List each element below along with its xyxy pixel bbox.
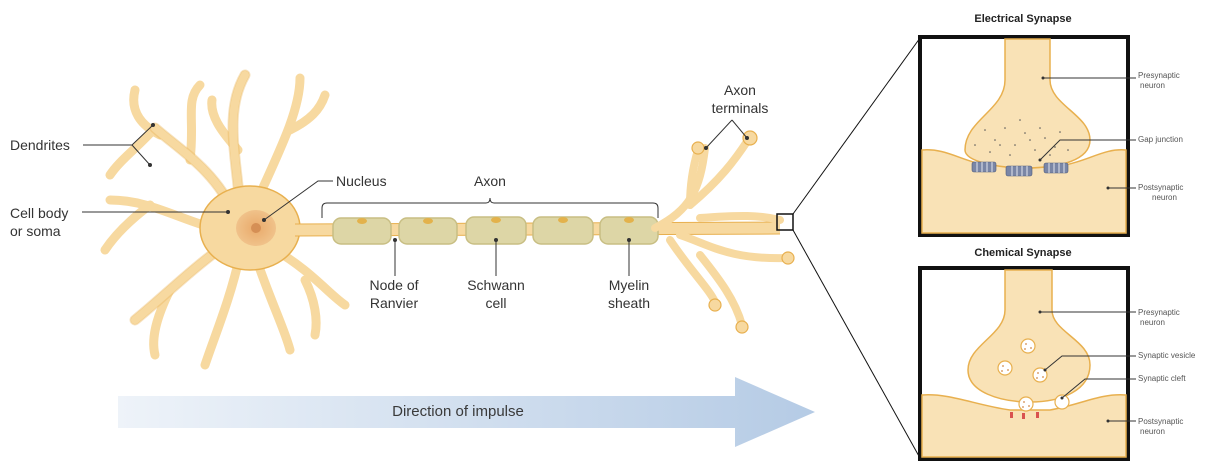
chem-postsynaptic-2: neuron [1140,427,1165,436]
label-cell-body-2: or soma [10,223,61,239]
label-axon-terminals-1: Axon [724,82,756,98]
label-schwann-cell-1: Schwann [467,277,525,293]
label-axon-terminals-2: terminals [712,100,769,116]
chem-synaptic-cleft: Synaptic cleft [1138,374,1186,383]
label-axon: Axon [474,173,506,189]
elec-postsynaptic-1: Postsynaptic [1138,183,1183,192]
label-myelin-sheath-2: sheath [608,295,650,311]
chemical-synapse-title: Chemical Synapse [974,247,1071,259]
direction-arrow: Direction of impulse [118,377,815,447]
label-node-of-ranvier-2: Ranvier [370,295,419,311]
label-cell-body-1: Cell body [10,205,68,221]
elec-presynaptic-1: Presynaptic [1138,71,1180,80]
chem-postsynaptic-1: Postsynaptic [1138,417,1183,426]
chem-presynaptic-2: neuron [1140,318,1165,327]
label-dendrites: Dendrites [10,137,70,153]
label-myelin-sheath-1: Myelin [609,277,649,293]
elec-gap-junction: Gap junction [1138,135,1183,144]
electrical-synapse-panel [920,37,1128,235]
label-node-of-ranvier-1: Node of [369,277,418,293]
chemical-synapse-panel [920,268,1128,459]
chem-presynaptic-1: Presynaptic [1138,308,1180,317]
elec-postsynaptic-2: neuron [1152,193,1177,202]
direction-label: Direction of impulse [392,403,524,420]
axon-brace [322,198,658,218]
chem-synaptic-vesicle: Synaptic vesicle [1138,351,1196,360]
electrical-synapse-title: Electrical Synapse [974,13,1071,25]
label-nucleus: Nucleus [336,173,387,189]
elec-presynaptic-2: neuron [1140,81,1165,90]
label-schwann-cell-2: cell [485,295,506,311]
